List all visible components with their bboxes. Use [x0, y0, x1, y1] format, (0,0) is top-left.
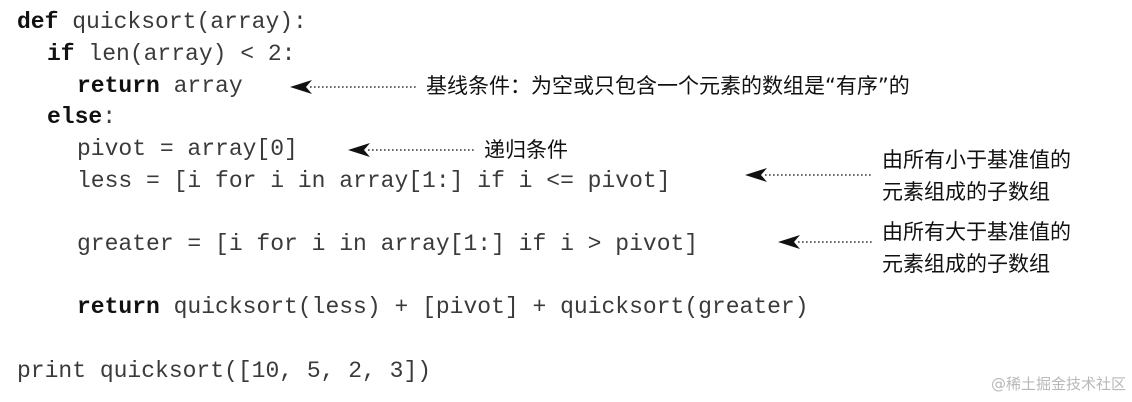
- keyword-if: if: [47, 41, 75, 67]
- code-text: quicksort(array):: [58, 9, 307, 35]
- code-line-def: def quicksort(array):: [17, 8, 307, 36]
- watermark: @稀土掘金技术社区: [990, 375, 1126, 393]
- code-text: :: [102, 104, 117, 130]
- code-text: array: [159, 73, 243, 99]
- code-text: quicksort(less) + [pivot] + quicksort(gr…: [159, 294, 809, 320]
- code-line-greater: greater = [i for i in array[1:] if i > p…: [77, 231, 699, 257]
- annotation-less-line2: 元素组成的子数组: [882, 180, 1050, 204]
- code-line-if: if len(array) < 2:: [47, 40, 295, 68]
- arrow-base-case-icon: [290, 80, 418, 94]
- code-line-less: less = [i for i in array[1:] if i <= piv…: [77, 168, 671, 194]
- keyword-def: def: [17, 9, 59, 35]
- annotation-recursive-case: 递归条件: [484, 138, 568, 162]
- annotation-base-case: 基线条件：为空或只包含一个元素的数组是“有序”的: [426, 74, 910, 98]
- keyword-return: return: [77, 73, 160, 99]
- annotation-greater-line1: 由所有大于基准值的: [882, 220, 1071, 244]
- annotation-greater-line2: 元素组成的子数组: [882, 252, 1050, 276]
- arrow-greater-icon: [778, 235, 872, 249]
- code-line-return-quicksort: return quicksort(less) + [pivot] + quick…: [77, 293, 809, 321]
- code-line-return-array: return array: [77, 72, 243, 100]
- annotation-less-line1: 由所有小于基准值的: [882, 148, 1071, 172]
- arrow-less-icon: [745, 168, 873, 182]
- keyword-else: else: [47, 104, 103, 130]
- code-text: len(array) < 2:: [74, 41, 296, 67]
- arrow-recursive-case-icon: [348, 143, 476, 157]
- code-line-pivot: pivot = array[0]: [77, 136, 298, 162]
- keyword-return: return: [77, 294, 160, 320]
- code-line-else: else:: [47, 103, 116, 131]
- code-line-print: print quicksort([10, 5, 2, 3]): [17, 358, 432, 384]
